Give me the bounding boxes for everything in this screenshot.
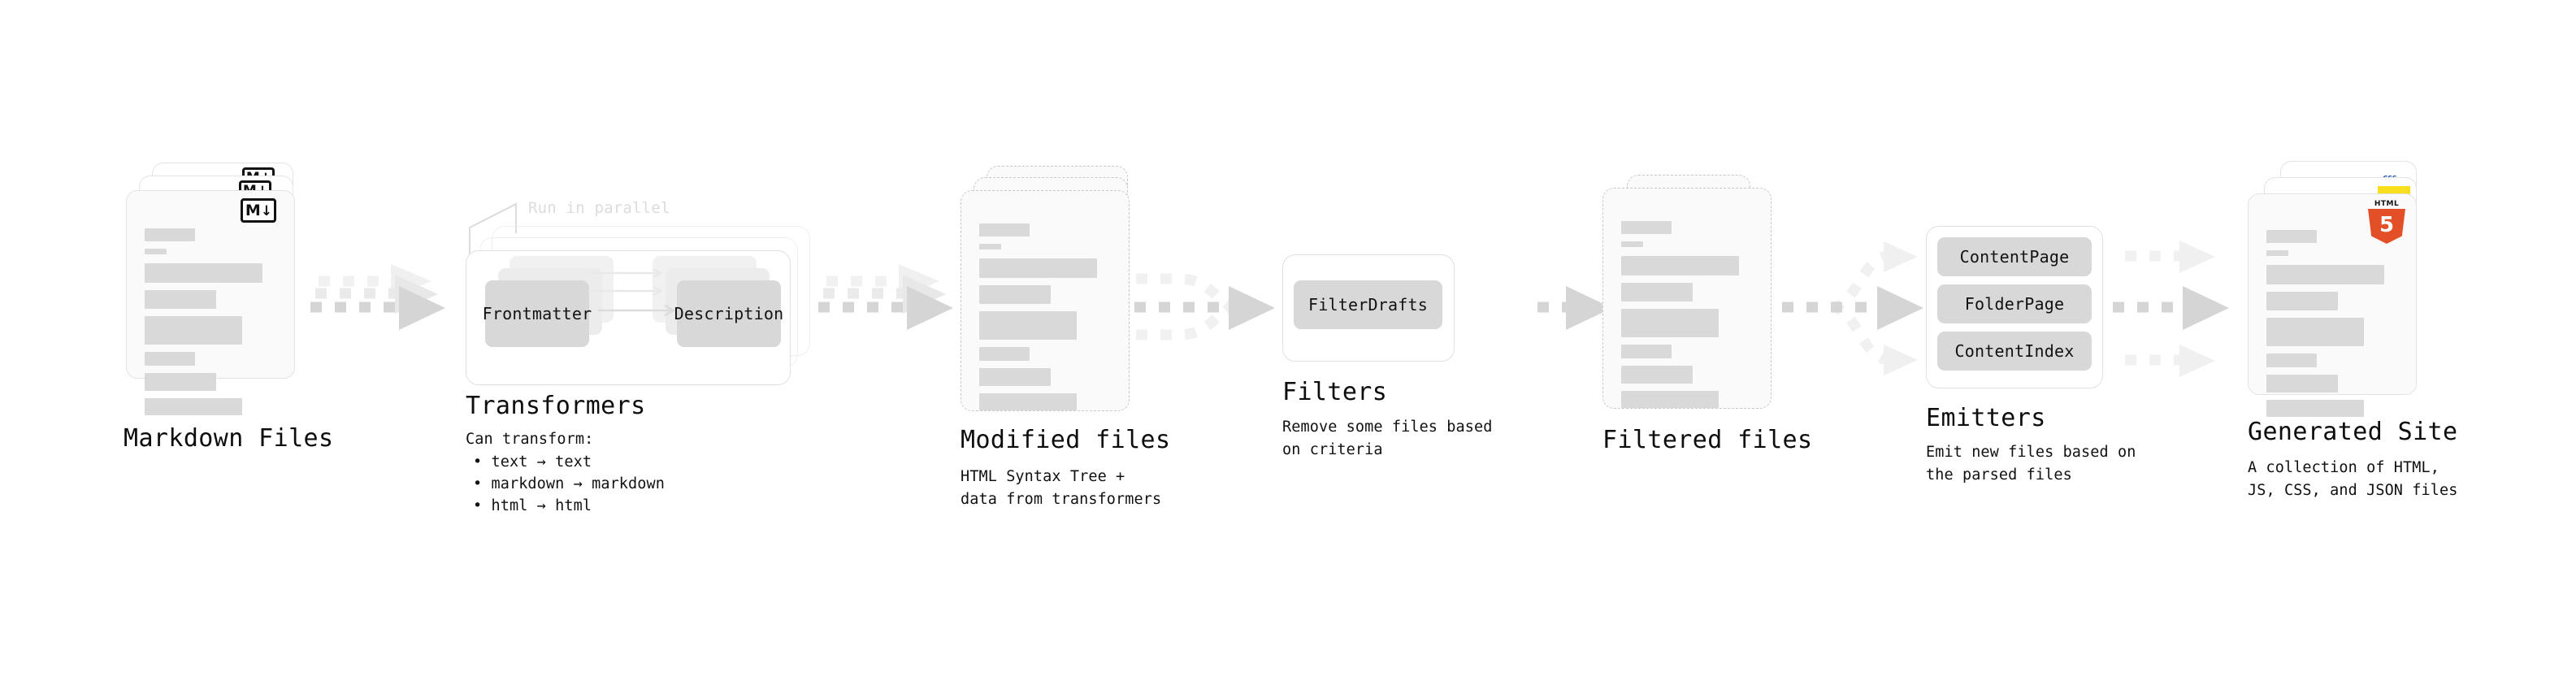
generated-site-title: Generated Site <box>2248 418 2458 446</box>
content-bar <box>1621 309 1719 337</box>
content-bar <box>145 398 242 415</box>
markdown-badge-icon: M↓ <box>241 198 276 223</box>
arrow-markdown-to-transformers <box>310 264 445 330</box>
markdown-files-title: Markdown Files <box>124 424 334 453</box>
emitters-title: Emitters <box>1926 404 2046 432</box>
run-in-parallel-bracket <box>468 202 518 254</box>
filtered-card-front <box>1602 188 1772 409</box>
content-bar <box>1621 366 1693 384</box>
content-bar <box>145 228 195 241</box>
arrow-emitters-to-site <box>2113 241 2229 377</box>
modified-files-subtitle: HTML Syntax Tree + data from transformer… <box>961 468 1162 509</box>
content-bar <box>2266 318 2364 346</box>
modified-card-content <box>979 223 1114 418</box>
transformer-chip-frontmatter[interactable]: Frontmatter <box>482 280 592 347</box>
content-bar <box>2266 354 2317 367</box>
html5-badge-label: HTML <box>2374 200 2400 208</box>
content-bar <box>1621 241 1643 247</box>
content-bar <box>979 311 1077 340</box>
arrow-filters-to-filtered <box>1537 286 1612 330</box>
emitter-chip-contentpage-label: ContentPage <box>1959 247 2070 267</box>
content-bar <box>979 285 1051 304</box>
filtered-files-title: Filtered files <box>1602 426 1813 454</box>
generated-site-subtitle: A collection of HTML, JS, CSS, and JSON … <box>2248 459 2458 500</box>
arrow-transformers-to-modified <box>818 264 953 330</box>
content-bar <box>979 347 1030 361</box>
content-bar <box>145 373 216 391</box>
content-bar <box>2266 292 2338 310</box>
content-bar <box>145 290 216 309</box>
content-bar <box>979 368 1051 386</box>
content-bar <box>2266 250 2288 256</box>
arrow-modified-to-filters <box>1134 273 1275 340</box>
html5-badge-shield <box>2368 209 2405 244</box>
transformers-subtitle: Can transform: <box>466 431 594 448</box>
modified-card-front <box>961 190 1130 411</box>
content-bar <box>2266 230 2317 243</box>
content-bar <box>2266 265 2384 284</box>
content-bar <box>2266 375 2338 393</box>
content-bar <box>979 393 1077 410</box>
content-bar <box>1621 391 1719 408</box>
markdown-badge-arrow: ↓ <box>260 202 272 219</box>
html5-badge-icon: HTML <box>2368 200 2405 244</box>
transformer-chip-description[interactable]: Description <box>674 280 784 347</box>
markdown-badge-letter: M <box>245 201 261 219</box>
content-bar <box>1621 221 1672 234</box>
transformer-chip-frontmatter-label: Frontmatter <box>482 304 592 323</box>
arrow-filtered-to-emitters <box>1782 241 1923 375</box>
modified-files-title: Modified files <box>961 426 1171 454</box>
filter-chip-filterdrafts-label: FilterDrafts <box>1308 295 1428 314</box>
emitter-chip-contentindex-label: ContentIndex <box>1954 341 2075 361</box>
content-bar <box>979 258 1097 278</box>
content-bar <box>1621 283 1693 301</box>
content-bar <box>145 249 167 254</box>
filters-subtitle: Remove some files based on criteria <box>1282 419 1493 459</box>
content-bar <box>979 223 1030 236</box>
run-in-parallel-label: Run in parallel <box>528 199 670 217</box>
emitter-chip-folderpage-label: FolderPage <box>1964 294 2065 314</box>
content-bar <box>145 316 242 345</box>
transformers-bullet-1: • text → text <box>473 453 592 471</box>
transformers-bullet-3: • html → html <box>473 497 592 514</box>
emitters-subtitle: Emit new files based on the parsed files <box>1926 444 2136 484</box>
filters-title: Filters <box>1282 378 1388 406</box>
transformer-inner-arrows <box>588 268 675 317</box>
content-bar <box>145 352 195 366</box>
filter-chip-filterdrafts[interactable]: FilterDrafts <box>1294 280 1442 329</box>
emitter-chip-contentpage[interactable]: ContentPage <box>1937 237 2092 276</box>
site-card-content <box>2266 230 2401 424</box>
transformers-title: Transformers <box>466 392 646 420</box>
filtered-card-content <box>1621 221 1756 415</box>
content-bar <box>145 263 262 283</box>
transformer-chip-description-label: Description <box>674 304 784 323</box>
content-bar <box>979 244 1001 249</box>
emitter-chip-contentindex[interactable]: ContentIndex <box>1937 332 2092 371</box>
content-bar <box>1621 256 1739 275</box>
content-bar <box>2266 400 2364 417</box>
emitter-chip-folderpage[interactable]: FolderPage <box>1937 284 2092 323</box>
transformers-bullet-2: • markdown → markdown <box>473 475 665 492</box>
content-bar <box>1621 345 1672 358</box>
markdown-card-content <box>145 228 280 423</box>
